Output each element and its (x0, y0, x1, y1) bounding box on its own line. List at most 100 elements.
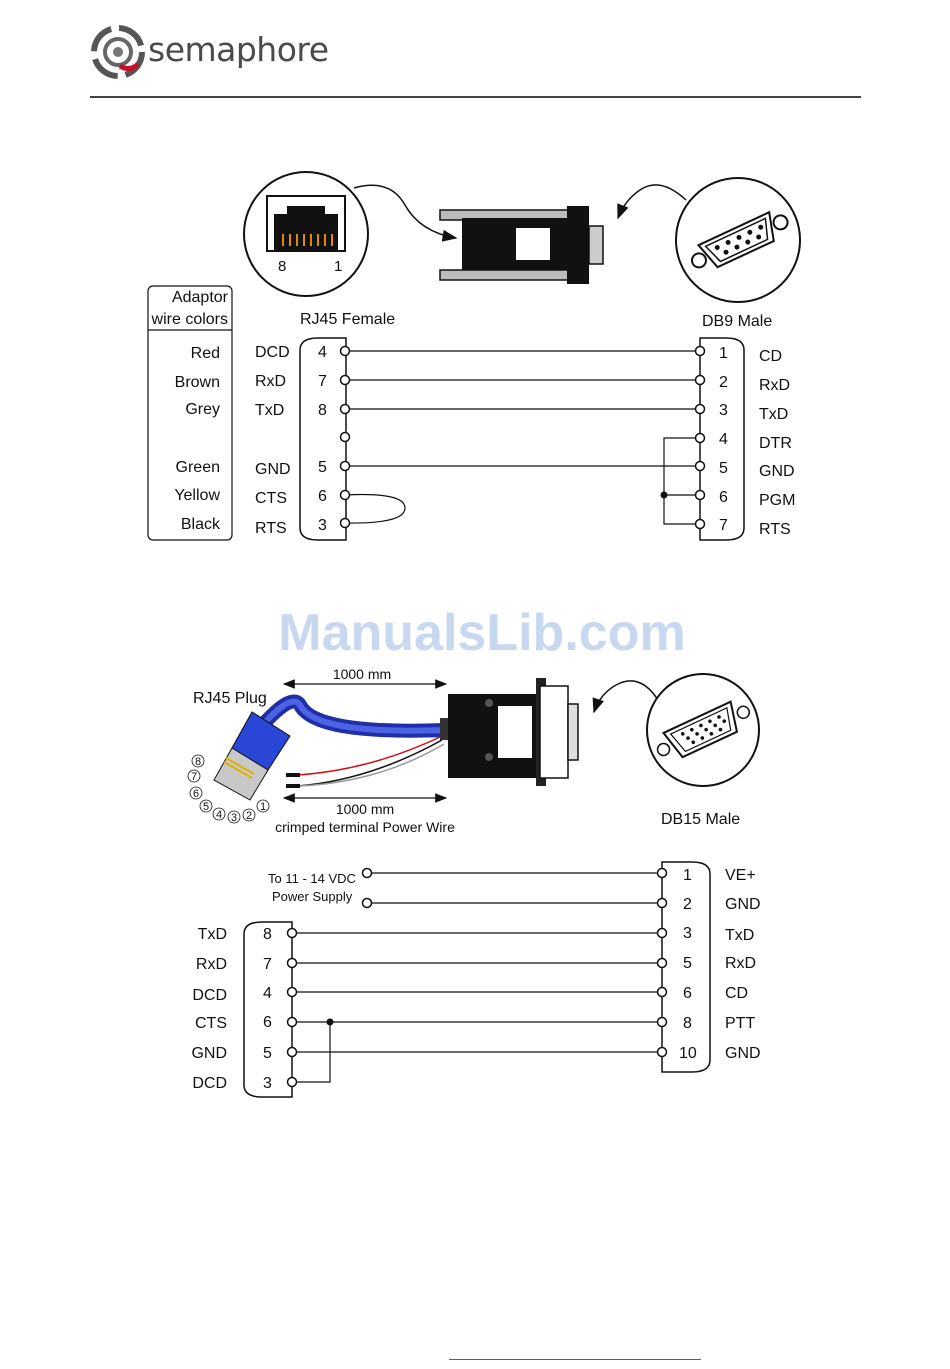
plug-signal: TxD (198, 926, 227, 943)
pin-mark: 3 (231, 812, 237, 824)
rj45-plug-pin-block (243, 921, 293, 1098)
db9-signal: GND (759, 463, 795, 480)
rj45-pin-numbers: 4 7 8 5 6 3 (318, 344, 327, 534)
db9-signal: DTR (759, 435, 792, 452)
rj45-plug-pin-numbers: 8 7 4 6 5 3 (263, 926, 272, 1092)
rj45-pin-number: 6 (318, 488, 327, 505)
db15-pin-number: 8 (683, 1015, 692, 1032)
rj45-pin-block (299, 337, 347, 541)
rj45-jack-icon: 8 1 (243, 171, 369, 297)
db9-signal: RxD (759, 377, 790, 394)
bottom-pin-terminals (286, 867, 668, 1088)
rj45-arrow (353, 184, 458, 242)
rj45-signal-list: DCD RxD TxD GND CTS RTS (255, 344, 291, 537)
db9-arrow (617, 184, 687, 220)
supply-label-line2: Power Supply (272, 889, 353, 904)
plug-signal: DCD (192, 1075, 227, 1092)
rj45-pin-8-label: 8 (278, 258, 286, 275)
db15-pin-block (661, 861, 711, 1073)
db15-pin-number: 2 (683, 896, 692, 913)
pin-mark: 4 (216, 809, 222, 821)
wire-color: Brown (175, 374, 220, 391)
pin-mark: 2 (246, 810, 252, 822)
db9-pin-number: 7 (719, 517, 728, 534)
pin-mark: 5 (203, 801, 209, 813)
db15-pin-number: 1 (683, 867, 692, 884)
rj45-pin-number: 4 (318, 344, 327, 361)
plug-pin-number: 6 (263, 1014, 272, 1031)
db9-pin-number: 2 (719, 374, 728, 391)
rj45-signal: RTS (255, 520, 287, 537)
plug-signal: DCD (192, 987, 227, 1004)
page-header: semaphore (0, 0, 950, 100)
db9-signal: RTS (759, 521, 791, 538)
supply-label-line1: To 11 - 14 VDC (268, 871, 356, 886)
footer-link-underline[interactable] (449, 1359, 701, 1360)
bottom-wires (292, 872, 662, 1083)
db15-pin-numbers: 1 2 3 5 6 8 10 (679, 867, 697, 1062)
adaptor-title-line1: Adaptor (172, 289, 229, 306)
wire-bridge (292, 1022, 331, 1083)
db9-male-title: DB9 Male (702, 313, 772, 330)
rj45-pin-number: 8 (318, 402, 327, 419)
db15-pin-number: 3 (683, 925, 692, 942)
db15-signal: RxD (725, 955, 756, 972)
db15-male-icon (646, 673, 760, 787)
plug-pin-number: 7 (263, 956, 272, 973)
rj45-plug-signal-list: TxD RxD DCD CTS GND DCD (191, 926, 227, 1092)
db9-pin-number: 5 (719, 460, 728, 477)
db15-signal: VE+ (725, 867, 756, 884)
rj45-pin-number: 3 (318, 517, 327, 534)
db15-adaptor-icon (440, 678, 579, 786)
db9-pin-number: 1 (719, 345, 728, 362)
watermark-text: ManualsLib.com (278, 604, 685, 662)
plug-pin-number: 4 (263, 985, 272, 1002)
db15-signal: TxD (725, 927, 754, 944)
rj45-signal: DCD (255, 344, 290, 361)
cable-length-label: 1000 mm (333, 666, 391, 682)
db15-signal-list: VE+ GND TxD RxD CD PTT GND (725, 867, 761, 1062)
db15-signal: GND (725, 1045, 761, 1062)
header-divider (90, 96, 861, 98)
db9-signal: CD (759, 348, 782, 365)
wire-loop (344, 493, 406, 524)
plug-signal: RxD (196, 956, 227, 973)
wire-color-list: Red Brown Grey Green Yellow Black (174, 345, 221, 533)
plug-pin-number: 5 (263, 1045, 272, 1062)
db15-pin-number: 5 (683, 955, 692, 972)
rj45-signal: GND (255, 461, 291, 478)
pin-mark: 6 (193, 788, 199, 800)
rj45-pin-number: 7 (318, 373, 327, 390)
adaptor-colors-box (147, 285, 233, 541)
db15-arrow (592, 680, 659, 714)
wire-color: Green (176, 459, 220, 476)
adaptor-title-line2: wire colors (151, 311, 228, 328)
rj45-pin-1-label: 1 (334, 258, 342, 275)
rj45-plug-icon (213, 711, 291, 801)
wire-color: Yellow (174, 487, 220, 504)
db9-pin-number: 4 (719, 431, 728, 448)
db9-pin-number: 6 (719, 489, 728, 506)
wire-color: Grey (185, 401, 220, 418)
db15-signal: PTT (725, 1015, 755, 1032)
db9-male-icon (675, 177, 801, 303)
plug-signal: GND (191, 1045, 227, 1062)
pin-mark: 7 (191, 771, 197, 783)
plug-pin-number: 3 (263, 1075, 272, 1092)
wire-color: Black (181, 516, 221, 533)
db9-signal: PGM (759, 492, 795, 509)
wire-bridge (663, 437, 700, 525)
top-wires (344, 350, 700, 525)
wire-color: Red (191, 345, 220, 362)
db9-signal: TxD (759, 406, 788, 423)
top-pin-terminals (339, 345, 706, 530)
db15-pin-number: 6 (683, 985, 692, 1002)
rj45-female-title: RJ45 Female (300, 311, 395, 328)
semaphore-logo-icon (91, 25, 145, 79)
plug-signal: CTS (195, 1015, 227, 1032)
db9-pin-numbers: 1 2 3 4 5 6 7 (719, 345, 728, 534)
db9-pin-number: 3 (719, 402, 728, 419)
brand-name: semaphore (148, 30, 329, 69)
pin-mark: 8 (195, 756, 201, 768)
